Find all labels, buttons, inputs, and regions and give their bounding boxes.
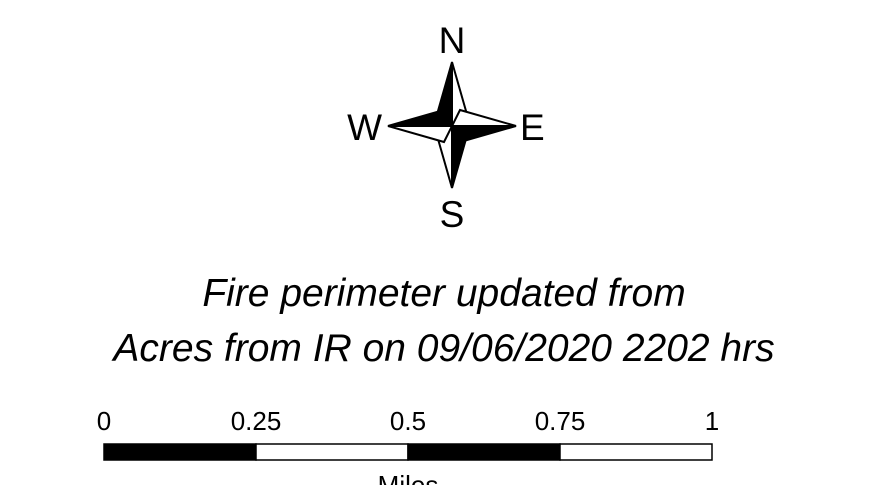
scale-bar-tick-label: 1 — [705, 406, 719, 436]
perimeter-note-line-2: Acres from IR on 09/06/2020 2202 hrs — [111, 327, 774, 370]
scale-bar-tick-label: 0.75 — [535, 406, 586, 436]
compass-star-icon — [387, 61, 517, 189]
perimeter-note-line-1: Fire perimeter updated from — [202, 272, 685, 315]
scale-bar-segment — [559, 443, 713, 461]
compass-east-label: E — [520, 107, 545, 148]
compass-west-label: W — [347, 107, 382, 148]
scale-bar-units-label: Miles — [378, 470, 439, 485]
scale-bar-segment — [255, 443, 409, 461]
scale-bar-tick-label: 0 — [97, 406, 111, 436]
scale-bar-segment — [407, 443, 561, 461]
compass-north-label: N — [439, 20, 466, 61]
compass-south-label: S — [440, 194, 465, 235]
scale-bar-tick-label: 0.25 — [231, 406, 282, 436]
north-arrow-compass-icon: N E S W — [347, 20, 545, 235]
scale-bar-segment — [103, 443, 257, 461]
scale-bar-tick-label: 0.5 — [390, 406, 426, 436]
